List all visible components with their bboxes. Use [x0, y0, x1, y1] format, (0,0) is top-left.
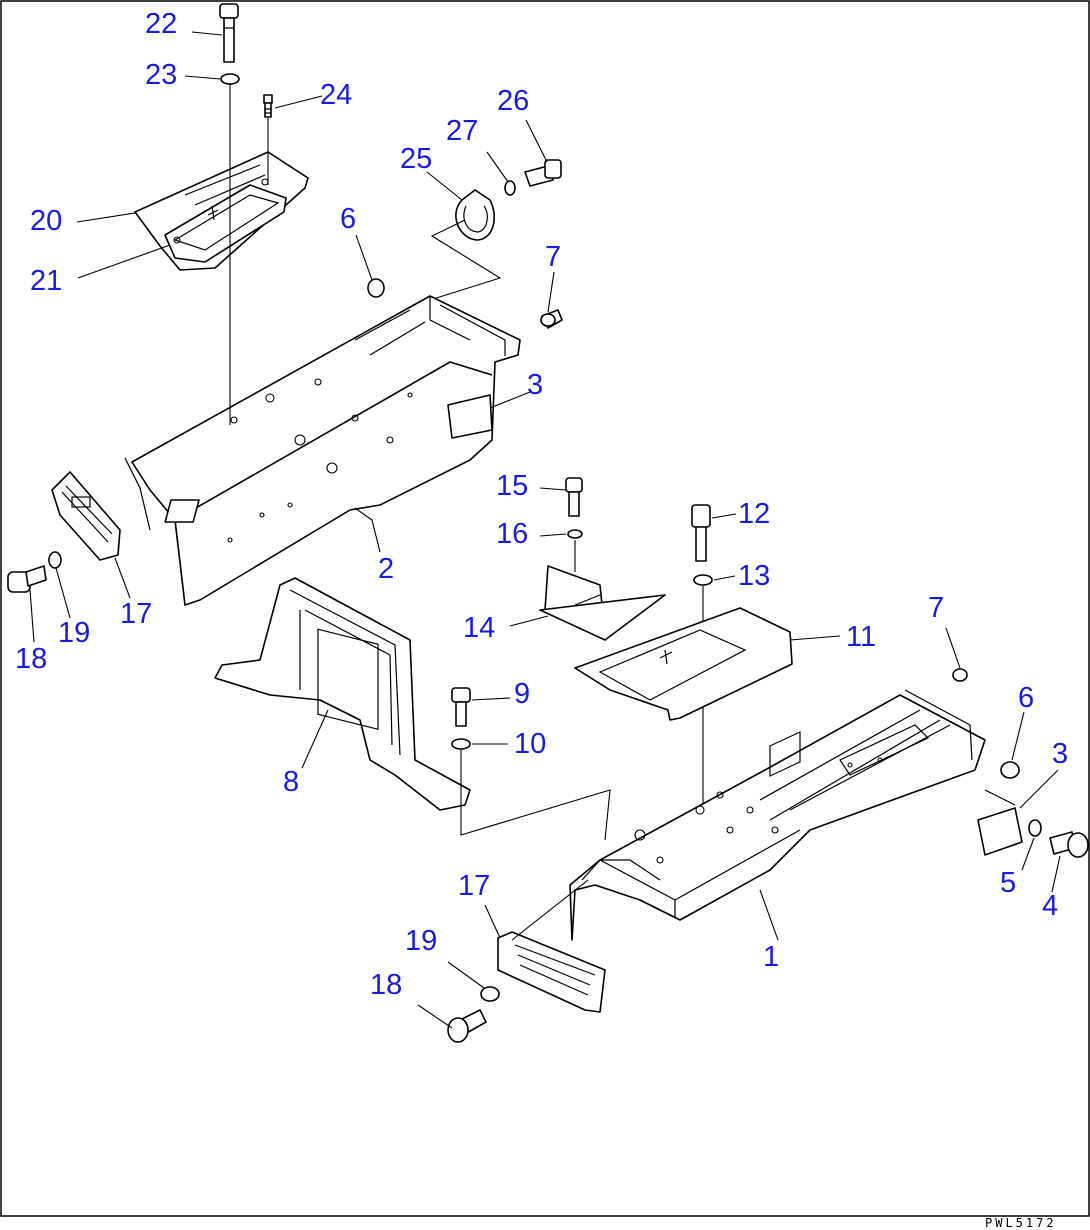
part-17-bracket-lower [497, 879, 606, 1013]
part-13-washer [693, 574, 713, 586]
callout-19-lower: 19 [405, 925, 437, 957]
link-10-frame [460, 750, 611, 841]
callout-5: 5 [1000, 867, 1016, 899]
part-18-bolt-lower [447, 1009, 487, 1043]
callout-6-upper: 6 [340, 203, 356, 235]
part-27-washer [504, 180, 516, 196]
callout-17-upper: 17 [120, 598, 152, 630]
link-25-frame [429, 219, 502, 301]
callout-labels: 22 23 24 20 21 25 27 26 6 7 3 2 17 18 19… [15, 8, 1068, 1001]
part-10-washer [451, 738, 471, 750]
drawing-code: PWL5172 [985, 1216, 1057, 1230]
part-26-bolt [524, 159, 562, 187]
part-4-bolt [1049, 831, 1089, 858]
part-25-clamp [455, 189, 496, 241]
callout-18-upper: 18 [15, 643, 47, 675]
callout-19-upper: 19 [58, 617, 90, 649]
callout-8: 8 [283, 766, 299, 798]
callout-7-upper: 7 [545, 241, 561, 273]
part-3-plate-lower [977, 789, 1023, 856]
callout-7-lower: 7 [928, 592, 944, 624]
callout-26: 26 [497, 85, 529, 117]
callout-3-lower: 3 [1052, 738, 1068, 770]
callout-21: 21 [30, 265, 62, 297]
part-11-floor-plate [574, 607, 793, 721]
part-2-frame [124, 295, 521, 606]
part-7-plug-lower [952, 668, 968, 682]
callout-24: 24 [320, 79, 352, 111]
callout-14: 14 [463, 612, 495, 644]
part-16-washer [567, 529, 583, 539]
callout-4: 4 [1042, 890, 1058, 922]
callout-3-upper: 3 [527, 369, 543, 401]
part-3-plate-upper [447, 394, 493, 439]
callout-12: 12 [738, 498, 770, 530]
callout-20: 20 [30, 205, 62, 237]
part-14-bracket [539, 565, 666, 641]
callout-17-lower: 17 [458, 870, 490, 902]
callout-10: 10 [514, 728, 546, 760]
part-15-bolt [565, 477, 583, 517]
callout-6-lower: 6 [1018, 682, 1034, 714]
callout-27: 27 [446, 115, 478, 147]
leader-lines [29, 31, 1061, 1029]
part-12-bolt [691, 504, 711, 562]
callout-25: 25 [400, 143, 432, 175]
part-6-plug-upper [367, 278, 385, 298]
callout-13: 13 [738, 560, 770, 592]
part-19-washer-upper [48, 551, 62, 569]
part-22-bolt [219, 3, 239, 63]
part-1-frame [569, 689, 986, 941]
callout-23: 23 [145, 59, 177, 91]
callout-16: 16 [496, 518, 528, 550]
callout-11: 11 [846, 621, 876, 653]
callout-22: 22 [145, 8, 177, 40]
callout-18-lower: 18 [370, 969, 402, 1001]
part-6-plug-lower [1000, 761, 1020, 779]
part-18-bolt-upper [7, 565, 47, 593]
part-24-fitting [263, 94, 273, 118]
part-9-bolt [451, 687, 471, 727]
part-17-bracket-upper [51, 471, 121, 561]
callout-15: 15 [496, 470, 528, 502]
part-20-top-plate [134, 151, 309, 271]
part-5-washer [1028, 819, 1042, 837]
part-23-washer [220, 73, 240, 85]
callout-9: 9 [514, 678, 530, 710]
part-8-frame [214, 577, 471, 811]
part-19-washer-lower [480, 986, 500, 1002]
callout-1: 1 [763, 941, 779, 973]
callout-2: 2 [378, 553, 394, 585]
part-7-plug-upper [540, 309, 563, 329]
